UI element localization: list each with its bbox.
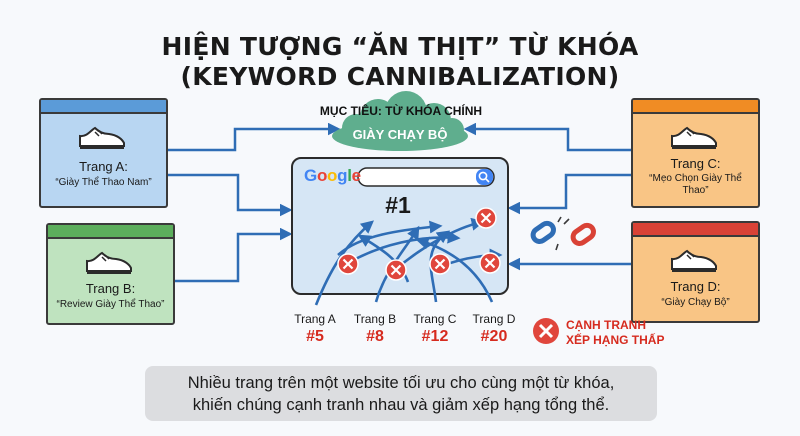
arrow-b-to-browser [171,227,293,283]
arrow-a-to-goal [165,122,341,152]
page-connector-arrows [165,122,631,283]
arrow-a-to-browser [165,173,293,217]
page-card-d: Trang D: “Giày Chạy Bộ” [631,221,760,323]
ranking-value: #20 [480,328,508,345]
google-logo: Google [304,166,361,186]
search-icon[interactable] [478,171,490,183]
card-subtitle: “Review Giày Thể Thao” [56,299,165,310]
footer-line1: Nhiều trang trên một website tối ưu cho … [187,374,615,392]
goal-cloud [332,91,468,151]
ranking-page-label: Trang D [472,312,516,326]
footer-line2: khiến chúng cạnh tranh nhau và giảm xếp … [192,396,610,414]
x-circle-icon [337,253,359,275]
top-rank-label: #1 [385,192,411,218]
card-title: Trang C: [670,156,721,171]
card-title: Trang B: [85,281,136,296]
shoe-icon [79,126,125,149]
logo-letter: o [316,166,328,185]
logo-letter: G [304,166,317,185]
shoe-icon [671,126,717,149]
diagram-title-line1: HIỆN TƯỢNG “ĂN THỊT” TỪ KHÓA [161,32,639,61]
page-card-b: Trang B: “Review Giày Thể Thao” [46,223,175,325]
ranking-page-label: Trang B [353,312,397,326]
card-header-bar [633,100,758,114]
footer-box [145,366,657,421]
legend-label: CẠNH TRANH XẾP HẠNG THẤP [566,318,686,348]
legend-line2: XẾP HẠNG THẤP [566,333,665,347]
ranking-page-label: Trang C [413,312,457,326]
card-header-bar [633,223,758,237]
shoe-icon [86,251,132,274]
card-subtitle: “Giày Thể Thao Nam” [55,177,152,188]
page-card-c: Trang C: “Mẹo Chọn Giày Thể Thao” [631,98,760,208]
arrow-c-to-goal [463,122,631,152]
x-circle-icon [429,253,451,275]
footer-text: Nhiều trang trên một website tối ưu cho … [145,372,657,416]
arrow-c-to-browser [507,173,631,215]
card-title: Trang D: [670,279,721,294]
logo-letter: l [347,166,352,185]
legend-line1: CẠNH TRANH [566,318,646,332]
diagram-title-line2: (KEYWORD CANNIBALIZATION) [180,62,620,91]
x-circle-icon [385,259,407,281]
card-header-bar [41,100,166,114]
page-card-a: Trang A: “Giày Thể Thao Nam” [39,98,168,208]
card-title: Trang A: [79,159,128,174]
logo-letter: g [337,166,348,185]
x-circle-icon [479,252,501,274]
logo-letter: o [327,166,338,185]
card-header-bar [48,225,173,239]
legend-x-icon [533,318,559,344]
goal-label: MỤC TIÊU: TỪ KHÓA CHÍNH [319,104,483,118]
ranking-value: #5 [306,328,324,345]
card-subtitle: “Giày Chạy Bộ” [661,297,730,308]
x-circle-icon [475,207,497,229]
search-bar[interactable] [357,167,495,187]
ranking-page-label: Trang A [294,312,336,326]
card-subtitle: “Mẹo Chọn Giày Thể Thao” [649,173,742,196]
competition-x-markers [337,207,501,281]
logo-letter: e [351,166,361,185]
ranking-value: #8 [366,328,384,345]
ranking-value: #12 [421,328,449,345]
shoe-icon [671,249,717,272]
goal-keyword: GIÀY CHẠY BỘ [352,127,448,142]
broken-link-icon [530,216,596,251]
